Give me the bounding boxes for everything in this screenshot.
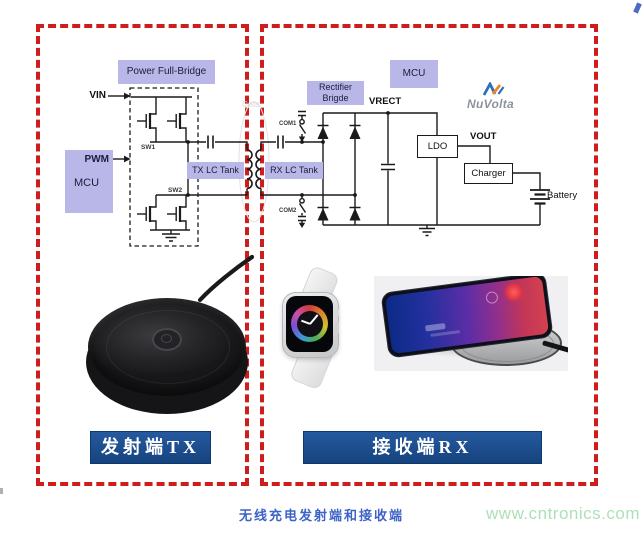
- vrect-label: VRECT: [369, 96, 402, 107]
- tx-lc-tank-label: TX LC Tank: [187, 162, 244, 179]
- rectifier-line2: Brigde: [322, 92, 349, 103]
- vin-label: VIN: [89, 90, 106, 101]
- watermark: www.cntronics.com: [486, 504, 640, 523]
- iphone-photo: [374, 276, 568, 371]
- tx-series-capacitor: [207, 135, 214, 149]
- pad-inner-ring: [106, 310, 230, 384]
- tx-coil: [246, 149, 253, 190]
- mosfet-bottom-left: [137, 195, 157, 230]
- rx-region-dashed-frame: [260, 24, 598, 486]
- iphone-wallpaper-red-blob: [503, 281, 525, 303]
- rectifier-bridge-label: Rectifier Brigde: [307, 81, 364, 105]
- nuvolta-logo-text: NuVolta: [467, 97, 514, 111]
- tx-ground-icon: [162, 230, 180, 242]
- tx-region-dashed-frame: [36, 24, 249, 486]
- battery-label: Battery: [547, 190, 578, 201]
- iphone-lockscreen-time: [425, 322, 446, 332]
- vin-arrowhead: [124, 92, 131, 100]
- charger-box: Charger: [464, 163, 513, 184]
- mosfet-top-left: [137, 97, 157, 142]
- iphone-wallpaper-ring: [485, 290, 499, 305]
- pad-center-logo-inner: [161, 334, 172, 343]
- battery-icon: [530, 189, 550, 225]
- apple-watch-photo: [272, 265, 364, 391]
- coils-label: Coils: [242, 100, 260, 109]
- com2-switch: [298, 195, 307, 228]
- mosfet-bottom-right: [167, 195, 187, 230]
- bridge-diodes: [317, 126, 361, 221]
- rx-lc-tank-label: RX LC Tank: [265, 162, 323, 179]
- ldo-box: LDO: [417, 135, 458, 158]
- sw2-label: SW2: [168, 187, 183, 194]
- com1-switch: [298, 110, 307, 142]
- pwm-label: PWM: [84, 154, 109, 165]
- tx-section-label: 发射端TX: [90, 431, 211, 464]
- junction-dots: [186, 111, 390, 197]
- vrect-capacitor: [381, 163, 395, 171]
- mosfet-top-right: [167, 97, 187, 142]
- pad-cable: [197, 254, 255, 303]
- tx-mcu-box: PWM MCU: [65, 150, 113, 213]
- rx-section-label: 接收端RX: [303, 431, 542, 464]
- rx-series-capacitor: [277, 135, 284, 149]
- com2-label: COM2: [279, 208, 297, 214]
- iphone-lockscreen-text: [430, 330, 461, 337]
- nuvolta-logo: NuVolta: [464, 82, 526, 112]
- rectifier-line1: Rectifier: [318, 82, 352, 92]
- watch-side-button: [335, 321, 339, 334]
- watch-crown: [335, 308, 339, 317]
- com1-label: COM1: [279, 121, 297, 127]
- rx-mcu-box: MCU: [390, 60, 438, 88]
- rx-coil: [255, 149, 262, 190]
- nuvolta-logo-icon: [482, 82, 505, 96]
- pwm-arrowhead: [124, 155, 131, 163]
- tx-mcu-label: MCU: [74, 177, 100, 189]
- power-full-bridge-label: Power Full-Bridge: [118, 60, 215, 84]
- sw1-label: SW1: [141, 144, 156, 151]
- rx-ground-icon: [419, 225, 435, 237]
- figure-caption: 无线充电发射端和接收端: [238, 508, 404, 523]
- cropped-text-artifact-left: [0, 488, 3, 494]
- vout-label: VOUT: [470, 131, 497, 142]
